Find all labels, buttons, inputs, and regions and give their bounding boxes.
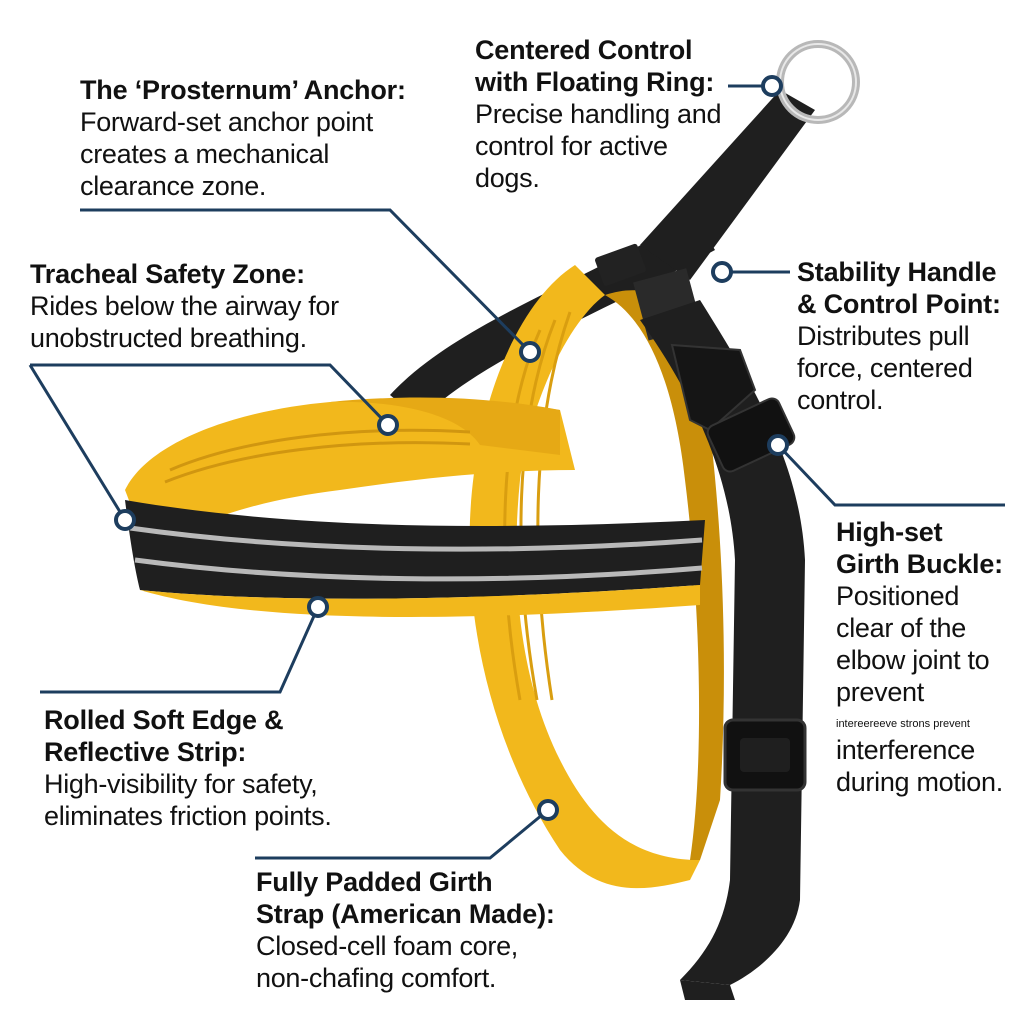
callout-girth-buckle-body-line: prevent xyxy=(836,677,924,707)
callout-centered-body-line: control for active xyxy=(475,131,668,161)
callout-stability-title: Stability Handle & Control Point: xyxy=(797,256,1017,320)
callout-stability-title-line: & Control Point: xyxy=(797,289,1001,319)
callout-tracheal-body: Rides below the airway for unobstructed … xyxy=(30,290,390,354)
callout-stability-body-line: control. xyxy=(797,385,884,415)
callout-stability-body: Distributes pull force, centered control… xyxy=(797,320,1017,416)
callout-stability-body-line: force, centered xyxy=(797,353,973,383)
callout-dot-stability xyxy=(711,261,733,283)
callout-padded-girth-body-line: non-chafing comfort. xyxy=(256,963,497,993)
callout-girth-buckle: High-set Girth Buckle: Positioned clear … xyxy=(836,516,1021,798)
girth-strap-lower xyxy=(680,980,735,1000)
callout-stability: Stability Handle & Control Point: Distri… xyxy=(797,256,1017,416)
callout-rolled-edge-title: Rolled Soft Edge & Reflective Strip: xyxy=(44,704,384,768)
callout-girth-buckle-body-line: interference xyxy=(836,735,975,765)
callout-rolled-edge: Rolled Soft Edge & Reflective Strip: Hig… xyxy=(44,704,384,832)
callout-centered-title-line: Centered Control xyxy=(475,35,693,65)
callout-centered: Centered Control with Floating Ring: Pre… xyxy=(475,34,745,194)
callout-line-rolled xyxy=(28,364,127,521)
callout-dot-tracheal xyxy=(377,414,399,436)
callout-girth-buckle-body: Positioned clear of the elbow joint to p… xyxy=(836,580,1021,708)
chest-pad-ridges xyxy=(503,311,572,701)
callout-tracheal-title-line: Tracheal Safety Zone: xyxy=(30,259,305,289)
callout-tracheal-title: Tracheal Safety Zone: xyxy=(30,258,390,290)
callout-girth-buckle-title: High-set Girth Buckle: xyxy=(836,516,1021,580)
callout-girth-buckle-body-line: clear of the xyxy=(836,613,966,643)
callout-dot-girth-buckle xyxy=(767,434,789,456)
buckle-male xyxy=(670,343,757,432)
callout-dot-reflective xyxy=(307,596,329,618)
callout-centered-body: Precise handling and control for active … xyxy=(475,98,745,194)
strap-slider-slot xyxy=(740,738,790,772)
callout-line-padded xyxy=(255,808,549,860)
callout-rolled-edge-body-line: High-visibility for safety, xyxy=(44,769,318,799)
callout-dot-padded xyxy=(537,799,559,821)
callout-padded-girth-title-line: Strap (American Made): xyxy=(256,899,555,929)
callout-rolled-edge-body: High-visibility for safety, eliminates f… xyxy=(44,768,384,832)
floating-ring-shine xyxy=(779,43,857,121)
callout-padded-girth: Fully Padded Girth Strap (American Made)… xyxy=(256,866,616,994)
front-pad-lower-edge xyxy=(140,585,700,617)
callout-tracheal-body-line: unobstructed breathing. xyxy=(30,323,307,353)
callout-padded-girth-body-line: Closed-cell foam core, xyxy=(256,931,519,961)
front-pad-inner xyxy=(330,397,560,455)
callout-centered-body-line: dogs. xyxy=(475,163,540,193)
callout-dot-centered xyxy=(761,75,783,97)
callout-padded-girth-body: Closed-cell foam core, non-chafing comfo… xyxy=(256,930,616,994)
callout-stability-title-line: Stability Handle xyxy=(797,257,997,287)
callout-prosternum-body-line: creates a mechanical xyxy=(80,139,330,169)
callout-rolled-edge-body-line: eliminates friction points. xyxy=(44,801,332,831)
reflective-stripe-bottom xyxy=(134,557,703,582)
callout-line-tracheal xyxy=(30,363,390,427)
front-pad-ridges xyxy=(164,428,471,484)
girth-strap xyxy=(640,300,805,985)
callout-girth-buckle-title-line: High-set xyxy=(836,517,943,547)
callout-girth-buckle-title-line: Girth Buckle: xyxy=(836,549,1003,579)
callout-prosternum-title-line: The ‘Prosternum’ Anchor: xyxy=(80,75,406,105)
callout-centered-title-line: with Floating Ring: xyxy=(475,67,715,97)
reflective-stripe-top xyxy=(129,525,703,552)
chest-pad-inner xyxy=(605,290,724,860)
callout-padded-girth-title-line: Fully Padded Girth xyxy=(256,867,493,897)
buckle-female xyxy=(706,397,796,473)
callout-line-girth-buckle xyxy=(776,443,1005,507)
callout-prosternum-body-line: Forward-set anchor point xyxy=(80,107,373,137)
callout-dot-prosternum xyxy=(519,341,541,363)
callout-girth-buckle-fine-print: intereereeve strons prevent xyxy=(836,718,970,730)
ring-strap xyxy=(640,90,815,280)
brand-tag xyxy=(595,243,646,286)
callout-centered-body-line: Precise handling and xyxy=(475,99,722,129)
callout-dot-rolled xyxy=(114,509,136,531)
callout-prosternum: The ‘Prosternum’ Anchor: Forward-set anc… xyxy=(80,74,440,202)
callout-rolled-edge-title-line: Reflective Strip: xyxy=(44,737,247,767)
callout-prosternum-body-line: clearance zone. xyxy=(80,171,267,201)
callout-padded-girth-title: Fully Padded Girth Strap (American Made)… xyxy=(256,866,616,930)
front-pad xyxy=(125,398,575,555)
callout-girth-buckle-body-line: during motion. xyxy=(836,767,1003,797)
callout-line-prosternum xyxy=(80,208,532,354)
callout-rolled-edge-title-line: Rolled Soft Edge & xyxy=(44,705,284,735)
callout-tracheal: Tracheal Safety Zone: Rides below the ai… xyxy=(30,258,390,354)
callout-line-reflective xyxy=(40,606,320,694)
callout-stability-body-line: Distributes pull xyxy=(797,321,970,351)
callout-girth-buckle-body-after: interference during motion. xyxy=(836,734,1021,798)
callout-tracheal-body-line: Rides below the airway for xyxy=(30,291,339,321)
callout-prosternum-body: Forward-set anchor point creates a mecha… xyxy=(80,106,440,202)
callout-girth-buckle-body-line: elbow joint to xyxy=(836,645,990,675)
callout-prosternum-title: The ‘Prosternum’ Anchor: xyxy=(80,74,440,106)
callout-girth-buckle-body-line: Positioned xyxy=(836,581,960,611)
callout-centered-title: Centered Control with Floating Ring: xyxy=(475,34,745,98)
